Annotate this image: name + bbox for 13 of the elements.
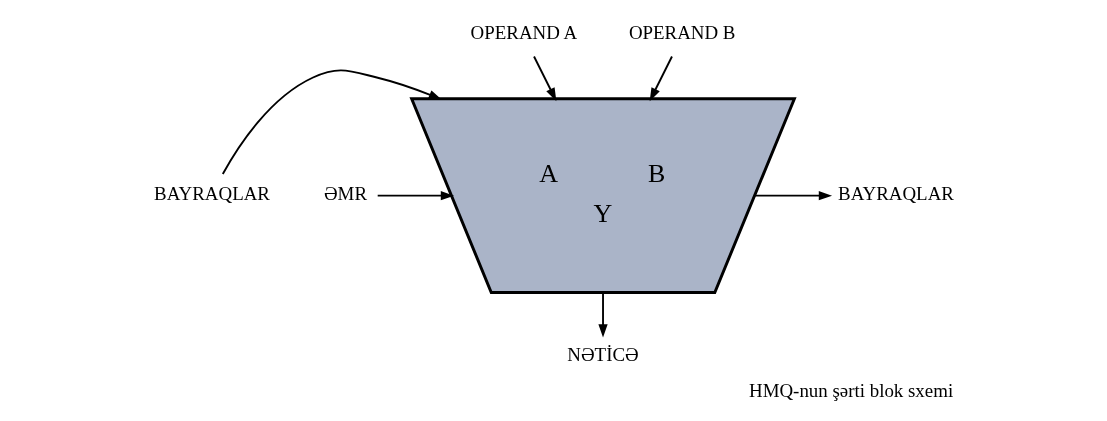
arrow [221, 68, 442, 175]
arrow [532, 55, 556, 101]
arrow [597, 291, 608, 338]
node-text: NƏTİCƏ [566, 343, 639, 365]
arrow [376, 190, 454, 200]
node-text: OPERAND A [470, 21, 577, 43]
node-text: BAYRAQLAR [837, 182, 954, 204]
arrow [649, 55, 673, 101]
caption: HMQ-nun şərti blok sxemi [748, 379, 953, 401]
arrow [753, 190, 832, 200]
node-text: ƏMR [323, 182, 367, 204]
node-text: BAYRAQLAR [153, 182, 270, 204]
node-text: OPERAND B [628, 21, 735, 43]
